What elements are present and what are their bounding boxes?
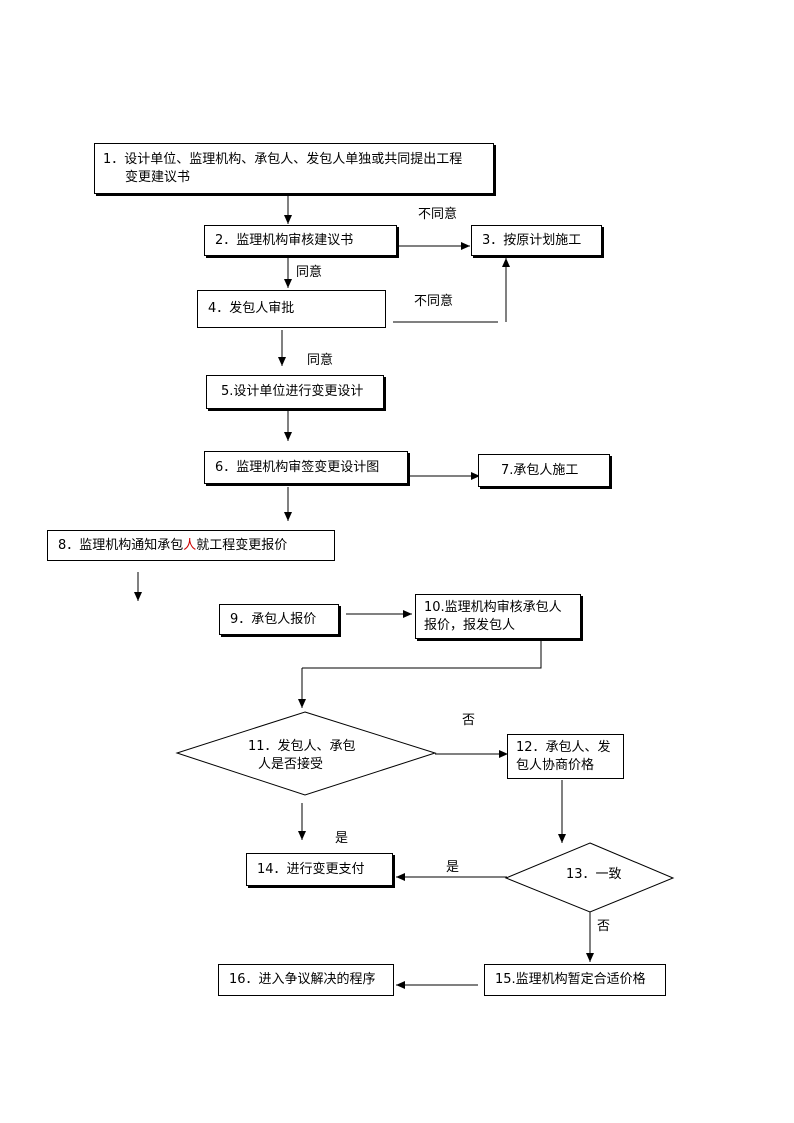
step-1-line1: 1．设计单位、监理机构、承包人、发包人单独或共同提出工程 [103,151,463,167]
step-9-text: 9．承包人报价 [230,611,317,627]
decision-11-line1: 11．发包人、承包 [248,738,356,754]
decision-11 [175,711,437,796]
step-8-text-red: 人 [183,537,197,553]
step-14-text: 14．进行变更支付 [257,861,365,877]
step-12-box: 12．承包人、发 包人协商价格 [507,734,624,779]
step-1-line2: 变更建议书 [125,169,191,185]
step-3-text: 3．按原计划施工 [482,232,582,248]
step-5-box: 5.设计单位进行变更设计 [206,375,384,409]
step-1-box: 1．设计单位、监理机构、承包人、发包人单独或共同提出工程 变更建议书 [94,143,494,194]
step-10-line2: 报价，报发包人 [424,617,516,633]
step-12-line2: 包人协商价格 [516,757,595,773]
label-disagree-2: 不同意 [414,294,454,309]
label-no-2: 否 [597,919,611,934]
step-8-text-a: 8．监理机构通知承包 [58,537,184,553]
step-15-box: 15.监理机构暂定合适价格 [484,964,666,996]
line-10-to-11 [302,640,542,669]
step-4-text: 4．发包人审批 [208,301,295,316]
step-14-box: 14．进行变更支付 [246,853,393,886]
decision-11-line2: 人是否接受 [258,756,323,772]
step-6-text: 6．监理机构审签变更设计图 [215,459,380,475]
decision-13-text: 13．一致 [566,867,622,882]
step-5-text: 5.设计单位进行变更设计 [221,384,364,399]
step-9-box: 9．承包人报价 [219,604,339,635]
step-2-text: 2．监理机构审核建议书 [215,232,354,248]
step-3-box: 3．按原计划施工 [471,225,602,256]
step-10-line1: 10.监理机构审核承包人 [424,599,562,615]
label-agree-1: 同意 [296,265,323,280]
step-8-box: 8．监理机构通知承包人就工程变更报价 [47,530,335,561]
step-7-text: 7.承包人施工 [501,462,579,478]
label-agree-2: 同意 [307,353,334,368]
step-15-text: 15.监理机构暂定合适价格 [495,972,646,987]
label-disagree-1: 不同意 [418,207,458,222]
label-no-1: 否 [462,713,476,728]
step-12-line1: 12．承包人、发 [516,739,611,755]
step-8-text-b: 就工程变更报价 [196,537,288,553]
step-10-box: 10.监理机构审核承包人 报价，报发包人 [415,594,581,639]
step-7-box: 7.承包人施工 [478,454,610,487]
step-6-box: 6．监理机构审签变更设计图 [204,451,408,484]
step-4-box: 4．发包人审批 [197,290,386,328]
step-16-text: 16．进入争议解决的程序 [229,972,376,987]
decision-13 [504,842,675,913]
step-2-box: 2．监理机构审核建议书 [204,225,397,256]
step-16-box: 16．进入争议解决的程序 [218,964,394,996]
label-yes-2: 是 [446,860,460,875]
label-yes-1: 是 [335,831,349,846]
